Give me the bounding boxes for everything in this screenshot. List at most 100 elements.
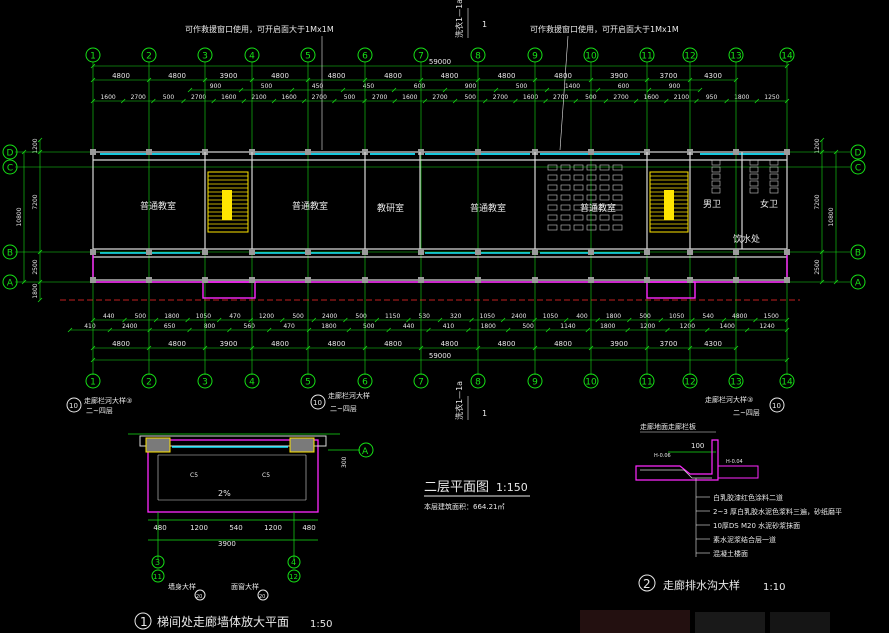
callouts: 10 走廊栏河大样③ 二~四层 10 走廊栏河大样 二~四层 10 走廊栏河大样…: [66, 391, 785, 417]
dim-label: 2500: [814, 259, 821, 274]
column: [146, 249, 152, 255]
desk: [599, 174, 610, 181]
desk: [586, 204, 597, 211]
dim-label: 2400: [322, 313, 337, 320]
dim-label: 4800: [328, 340, 346, 348]
dim-label: 1140: [560, 323, 575, 330]
toilet: [711, 180, 721, 187]
room-label: 男卫: [703, 199, 721, 210]
column: [305, 149, 311, 155]
desk: [586, 174, 597, 181]
dim-label: 950: [706, 94, 718, 101]
dim-label: 900: [669, 83, 681, 90]
dim-label: 1050: [669, 313, 684, 320]
dim-label: 2100: [674, 94, 689, 101]
dim-label: 2700: [312, 94, 327, 101]
toilet: [749, 173, 759, 180]
toilet: [711, 187, 721, 194]
desk: [560, 214, 571, 221]
desk: [612, 164, 623, 171]
desk: [560, 204, 571, 211]
detail1-ref-num: 20: [196, 594, 202, 600]
window-code: C5: [190, 472, 198, 479]
detail2-num: 2: [643, 577, 651, 591]
dim-label: 500: [135, 313, 147, 320]
dim-label: 500: [522, 323, 534, 330]
column: [475, 277, 481, 283]
callout-text: 走廊栏河大样: [328, 391, 370, 400]
dim-label: 1200: [32, 138, 39, 153]
axis-label: 6: [362, 52, 368, 62]
dim-label: 1200: [814, 138, 821, 153]
column: [784, 249, 790, 255]
layer-label: 白乳胶漆红色涂料二道: [713, 493, 783, 502]
dim-label: 10800: [828, 207, 835, 226]
dim-label: 4800: [732, 313, 747, 320]
section-mark: 1: [482, 409, 487, 418]
dim-label: 1600: [100, 94, 115, 101]
column: [687, 277, 693, 283]
desk: [599, 224, 610, 231]
axis-label: 14: [781, 378, 793, 388]
column: [146, 277, 152, 283]
column: [687, 249, 693, 255]
desk: [547, 204, 558, 211]
dim-label: 440: [103, 313, 115, 320]
desk: [612, 184, 623, 191]
layer-label: 2~3 厚白乳胶水泥色浆料三遍，砂纸磨平: [713, 507, 842, 516]
callout-text: 走廊栏河大样③: [705, 395, 753, 404]
detail2-title: 走廊排水沟大样: [663, 578, 740, 592]
dim-label: 4800: [168, 340, 186, 348]
toilet: [749, 159, 759, 166]
dim-label: 4800: [112, 72, 130, 80]
axis-label: 7: [418, 52, 424, 62]
axis-label: D: [855, 149, 862, 159]
desk: [560, 184, 571, 191]
detail1-side-dim: 300: [341, 456, 348, 468]
desk: [586, 194, 597, 201]
dim-label: 1600: [402, 94, 417, 101]
callout-sub: 二~四层: [733, 409, 760, 417]
desk: [560, 164, 571, 171]
axis-label: 7: [418, 378, 424, 388]
desk: [547, 214, 558, 221]
axis-bubble: [850, 159, 866, 175]
dim-label: 560: [244, 323, 256, 330]
desk: [573, 214, 584, 221]
window-code: C5: [262, 472, 270, 479]
layer-label: 10厚DS M20 水泥砂浆抹面: [713, 521, 800, 530]
desk: [612, 204, 623, 211]
axis-label: 8: [475, 52, 481, 62]
column: [588, 149, 594, 155]
column: [305, 249, 311, 255]
toilet: [749, 166, 759, 173]
column: [418, 249, 424, 255]
dim-label: 800: [204, 323, 216, 330]
dim-label: 500: [639, 313, 651, 320]
desk: [547, 164, 558, 171]
room-label: 普通教室: [470, 202, 506, 214]
dim-label: 500: [363, 323, 375, 330]
desk: [586, 164, 597, 171]
dim-label: 3900: [220, 340, 238, 348]
dim-label: 1800: [606, 313, 621, 320]
axis-label: 5: [305, 378, 311, 388]
desk: [573, 204, 584, 211]
toilet: [711, 166, 721, 173]
column: [418, 149, 424, 155]
dim-label: 4800: [384, 340, 402, 348]
desk: [573, 164, 584, 171]
toilet: [749, 180, 759, 187]
dim-label: 410: [84, 323, 96, 330]
detail-2-section: 走廊地面走廊栏板 100 H-0.06 H-0.04 白乳胶漆红色涂料二道2~3…: [635, 422, 842, 593]
callout-num: 10: [772, 402, 781, 410]
axis-label: 3: [202, 378, 208, 388]
room-label: 女卫: [760, 198, 778, 210]
dim-label: 1400: [720, 323, 735, 330]
column: [644, 277, 650, 283]
column: [249, 277, 255, 283]
desk: [573, 184, 584, 191]
room-labels: 普通教室 普通教室 教研室 普通教室 普通教室 饮水处 男卫 女卫: [140, 198, 778, 245]
dim-label: 1600: [523, 94, 538, 101]
